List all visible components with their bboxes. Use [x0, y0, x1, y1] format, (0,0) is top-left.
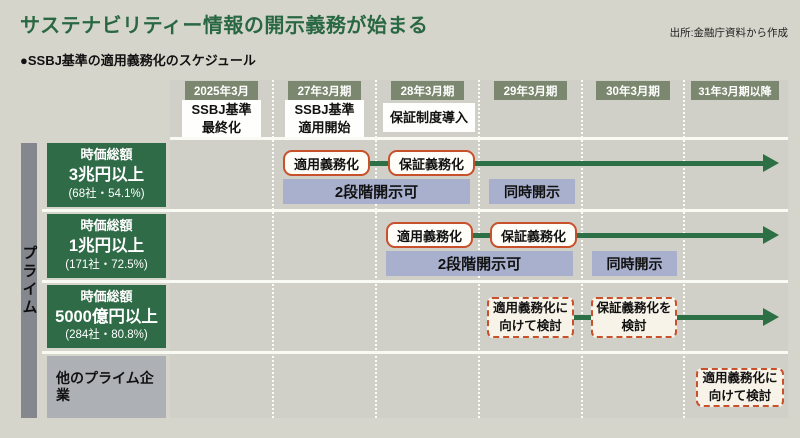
- category-line3: (171社・72.5%): [65, 258, 148, 271]
- column-divider: [478, 80, 480, 418]
- badge-apply-under-consideration: 適用義務化に 向けて検討: [487, 297, 574, 338]
- category-line1: 時価総額: [80, 147, 133, 163]
- group-bar-prime: プライム: [20, 143, 38, 418]
- period-label: 2025年3月: [185, 81, 258, 100]
- chart-subtitle: ●SSBJ基準の適用義務化のスケジュール: [20, 53, 256, 68]
- arrow-head-icon: [763, 226, 779, 244]
- category-line3: (68社・54.1%): [68, 187, 145, 200]
- column-divider: [683, 80, 685, 418]
- badge-apply-mandatory: 適用義務化: [386, 222, 473, 248]
- timeline-arrow-line: [469, 233, 763, 238]
- timeline-arrow-line: [366, 161, 763, 166]
- period-label: 30年3月期: [596, 81, 670, 100]
- note-simultaneous-disclosure: 同時開示: [489, 179, 575, 204]
- row-divider: [42, 351, 788, 354]
- badge-assurance-mandatory: 保証義務化: [490, 222, 577, 248]
- category-line3: (284社・80.8%): [65, 329, 148, 342]
- arrow-head-icon: [763, 154, 779, 172]
- category-line2: 3兆円以上: [68, 166, 145, 185]
- badge-apply-under-consideration: 適用義務化に 向けて検討: [696, 368, 784, 407]
- column-divider: [581, 80, 583, 418]
- milestone-box: SSBJ基準 最終化: [182, 100, 261, 137]
- milestone-box: 保証制度導入: [383, 103, 475, 132]
- category-line2: 他のプライム企業: [56, 369, 154, 404]
- category-box-500bn: 時価総額 5000億円以上 (284社・80.8%): [47, 285, 166, 348]
- period-label: 28年3月期: [391, 81, 464, 100]
- row-divider: [42, 209, 788, 212]
- badge-assurance-mandatory: 保証義務化: [388, 150, 475, 176]
- period-label: 27年3月期: [288, 81, 361, 100]
- period-label: 31年3月期以降: [691, 81, 779, 100]
- category-box-1tn: 時価総額 1兆円以上 (171社・72.5%): [47, 214, 166, 278]
- category-line1: 時価総額: [80, 288, 133, 304]
- category-box-other-prime: 他のプライム企業: [47, 356, 166, 418]
- period-label: 29年3月期: [494, 81, 567, 100]
- category-line2: 1兆円以上: [68, 237, 145, 256]
- page-title: サステナビリティー情報の開示義務が始まる: [20, 15, 429, 37]
- note-two-stage-disclosure: 2段階開示可: [283, 179, 470, 204]
- source-credit: 出所:金融庁資料から作成: [669, 27, 788, 39]
- group-bar-label: プライム: [20, 244, 38, 317]
- note-simultaneous-disclosure: 同時開示: [592, 251, 677, 276]
- category-line1: 時価総額: [80, 218, 133, 234]
- note-two-stage-disclosure: 2段階開示可: [386, 251, 573, 276]
- arrow-head-icon: [763, 308, 779, 326]
- badge-apply-mandatory: 適用義務化: [283, 150, 370, 176]
- category-box-3tn: 時価総額 3兆円以上 (68社・54.1%): [47, 143, 166, 207]
- category-line2: 5000億円以上: [55, 307, 158, 326]
- column-divider: [375, 80, 377, 418]
- column-divider: [272, 80, 274, 418]
- row-divider: [170, 137, 788, 140]
- milestone-box: SSBJ基準 適用開始: [285, 100, 364, 137]
- badge-assurance-under-consideration: 保証義務化を 検討: [591, 297, 677, 338]
- row-divider: [42, 280, 788, 283]
